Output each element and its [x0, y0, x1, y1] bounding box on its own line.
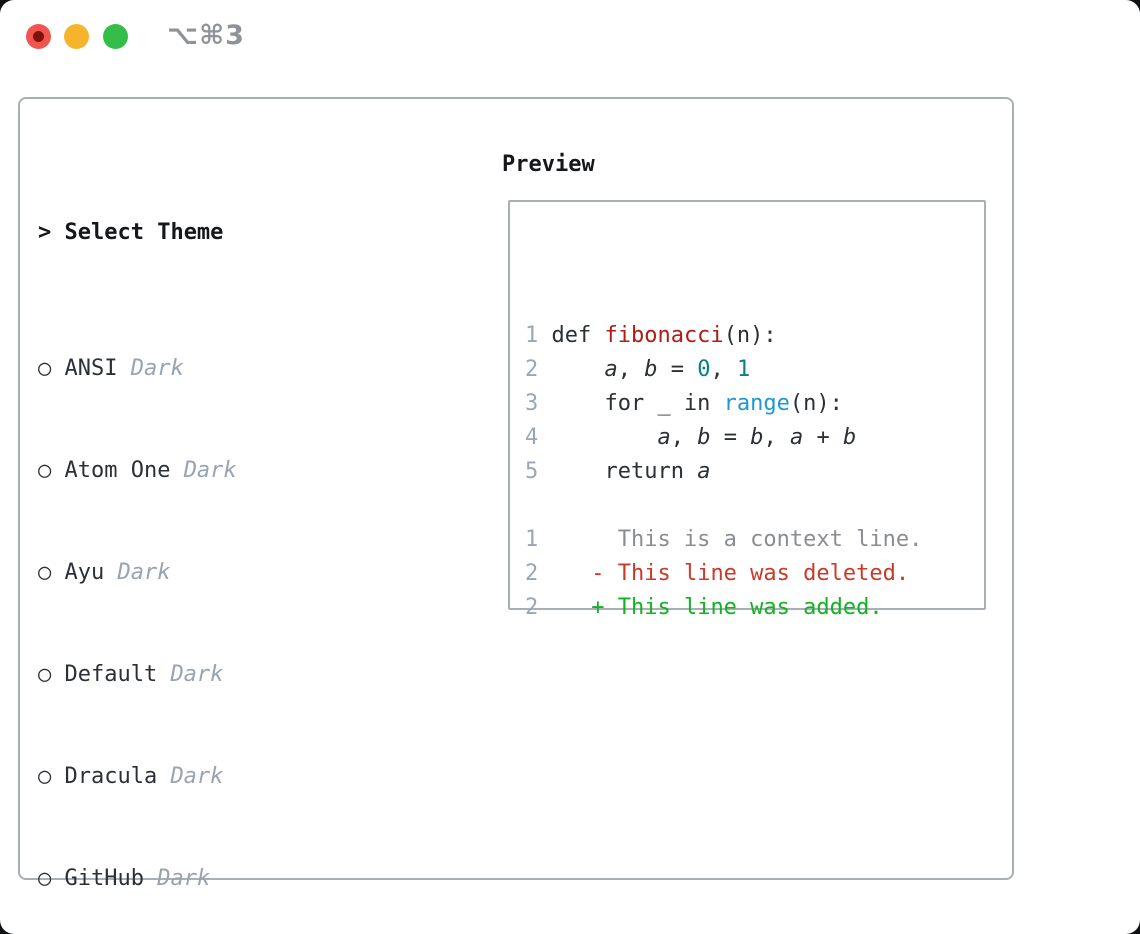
code-line: 2 + This line was added.: [525, 591, 976, 625]
cursor-icon: >: [38, 220, 52, 245]
theme-option-github-dark[interactable]: ○ GitHub Dark: [38, 862, 409, 896]
code-token: b: [644, 357, 658, 382]
select-theme-heading: > Select Theme: [38, 216, 409, 250]
theme-name: Ayu: [64, 560, 105, 585]
code-token: ,: [763, 425, 790, 450]
theme-variant-label: Dark: [130, 356, 184, 381]
radio-icon: ○: [38, 356, 52, 381]
line-number: 5: [525, 459, 539, 484]
code-line: 2 a, b = 0, 1: [525, 353, 976, 387]
code-token: [551, 425, 657, 450]
code-token: ,: [617, 357, 645, 382]
theme-option-dracula-dark[interactable]: ○ Dracula Dark: [38, 760, 409, 794]
line-number: 1: [525, 323, 539, 348]
code-token: fibonacci: [604, 323, 724, 348]
code-token: return: [551, 459, 698, 484]
code-token: 0: [697, 357, 711, 382]
code-line: 5 return a: [525, 455, 976, 489]
code-token: [551, 561, 591, 586]
theme-variant-label: Dark: [170, 764, 224, 789]
line-number: 2: [525, 595, 539, 620]
code-token: +: [803, 425, 843, 450]
line-number: 2: [525, 561, 539, 586]
code-token: This is a context line.: [551, 527, 923, 552]
preview-heading: Preview: [502, 152, 595, 177]
maximize-button[interactable]: [103, 24, 128, 49]
code-line: 3 for _ in range(n):: [525, 387, 976, 421]
code-token: (n):: [789, 391, 843, 416]
code-line: 4 a, b = b, a + b: [525, 421, 976, 455]
heading-label: Select Theme: [64, 220, 224, 245]
code-line: 2 - This line was deleted.: [525, 557, 976, 591]
code-token: + This line was added.: [591, 595, 883, 620]
code-token: b: [750, 425, 764, 450]
code-token: a: [604, 357, 618, 382]
minimize-button[interactable]: [64, 24, 89, 49]
close-button-dot-icon: [33, 31, 44, 42]
code-token: (n):: [723, 323, 777, 348]
theme-option-ayu-dark[interactable]: ○ Ayu Dark: [38, 556, 409, 590]
theme-variant-label: Dark: [183, 458, 237, 483]
code-token: ,: [670, 425, 698, 450]
code-token: a: [697, 459, 711, 484]
close-button[interactable]: [26, 24, 51, 49]
code-token: for _ in: [551, 391, 724, 416]
code-token: [551, 357, 604, 382]
code-token: 1: [736, 357, 751, 382]
radio-icon: ○: [38, 458, 52, 483]
theme-option-ansi-dark[interactable]: ○ ANSI Dark: [38, 352, 409, 386]
code-token: a: [657, 425, 671, 450]
theme-name: Default: [64, 662, 158, 687]
radio-icon: ○: [38, 866, 52, 891]
line-number: 3: [525, 391, 539, 416]
theme-variant-label: Dark: [117, 560, 171, 585]
theme-variant-label: Dark: [170, 662, 224, 687]
theme-name: Dracula: [64, 764, 158, 789]
theme-name: Atom One: [64, 458, 171, 483]
theme-variant-label: Dark: [157, 866, 211, 891]
code-token: - This line was deleted.: [591, 561, 910, 586]
theme-option-default-dark[interactable]: ○ Default Dark: [38, 658, 409, 692]
code-line: [525, 489, 976, 523]
radio-icon: ○: [38, 764, 52, 789]
theme-option-atom-one-dark[interactable]: ○ Atom One Dark: [38, 454, 409, 488]
code-token: b: [697, 425, 711, 450]
code-token: [551, 595, 591, 620]
line-number: 4: [525, 425, 539, 450]
code-token: =: [710, 425, 751, 450]
code-line: 1 def fibonacci(n):: [525, 319, 976, 353]
theme-name: ANSI: [64, 356, 118, 381]
code-token: =: [657, 357, 698, 382]
window-title: ⌥⌘3: [167, 20, 245, 51]
line-number: 2: [525, 357, 539, 382]
code-token: a: [789, 425, 804, 450]
radio-icon: ○: [38, 560, 52, 585]
theme-name: GitHub: [64, 866, 144, 891]
code-token: ,: [710, 357, 737, 382]
code-token: range: [723, 391, 790, 416]
radio-icon: ○: [38, 662, 52, 687]
code-line: 1 This is a context line.: [525, 523, 976, 557]
line-number: 1: [525, 527, 539, 552]
code-token: b: [842, 425, 857, 450]
code-token: def: [551, 323, 605, 348]
